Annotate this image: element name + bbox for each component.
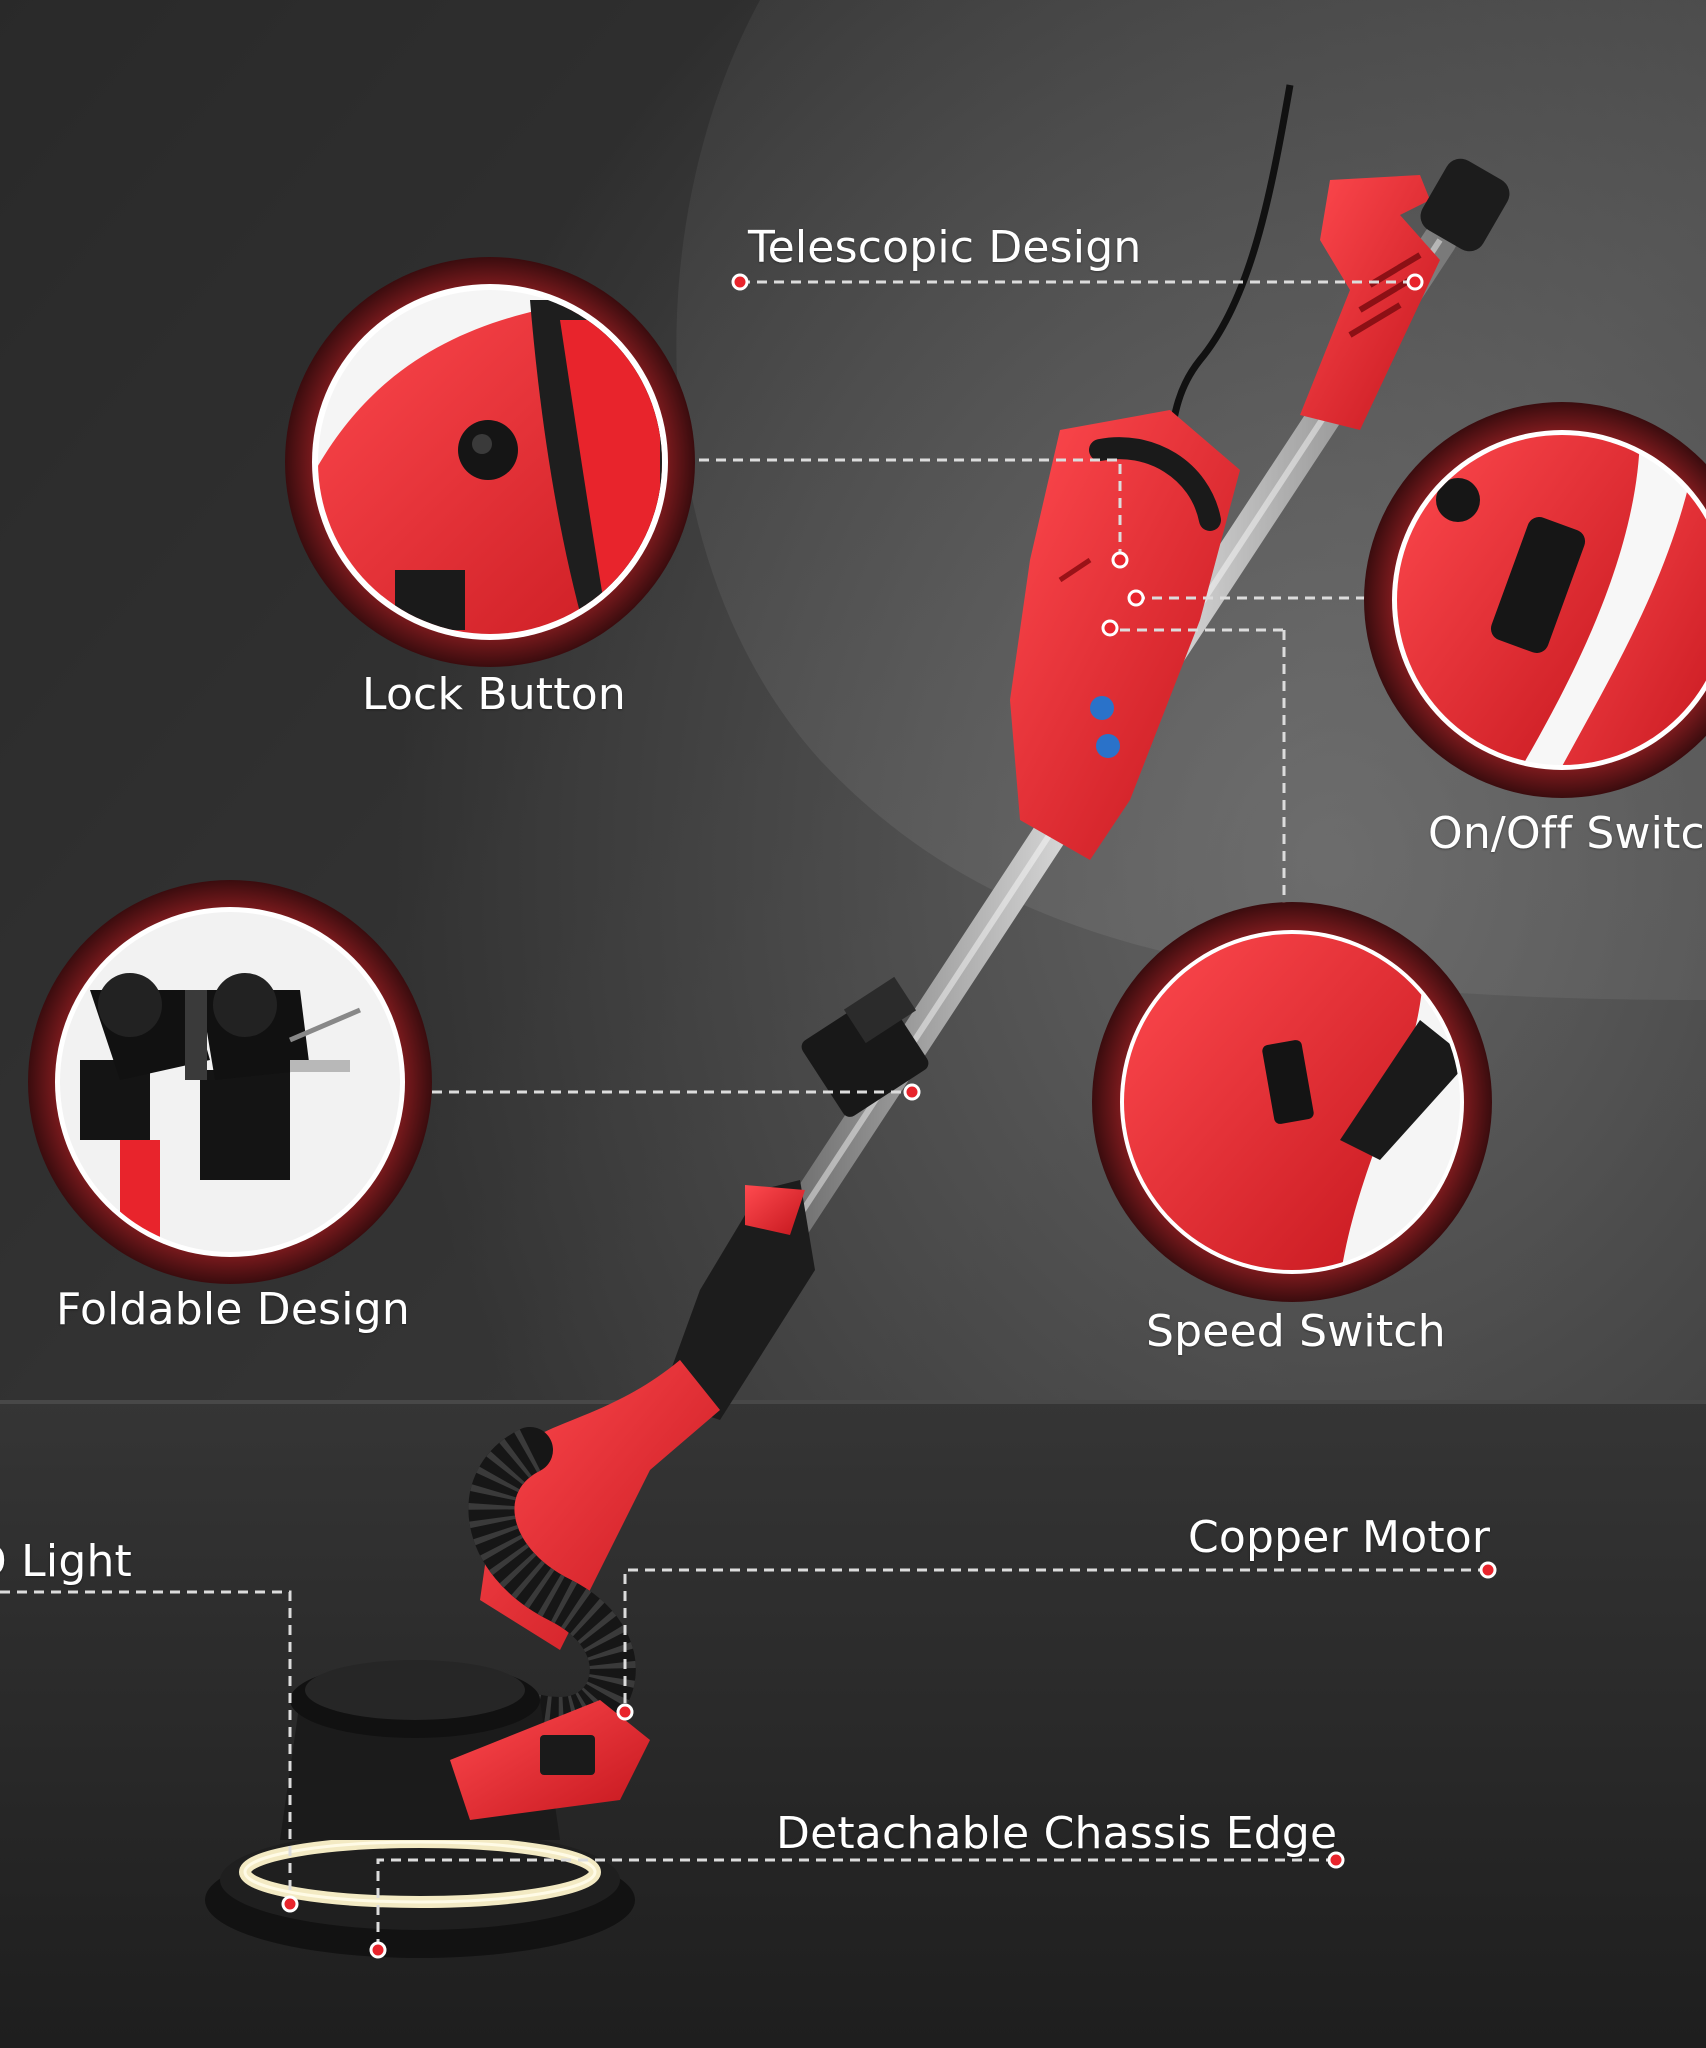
callout-on-off-switch: On/Off Switch <box>1428 812 1706 856</box>
callout-lock-button: Lock Button <box>362 669 626 720</box>
callout-led-light: LED Light <box>0 1536 132 1587</box>
zoom-lock-button <box>285 257 695 667</box>
callout-telescopic-design: Telescopic Design <box>748 222 1142 273</box>
callout-foldable-design: Foldable Design <box>56 1284 410 1335</box>
zoom-foldable-joint <box>28 880 432 1284</box>
callout-copper-motor: Copper Motor <box>1188 1512 1491 1563</box>
callout-detachable-chassis-edge: Detachable Chassis Edge <box>776 1808 1338 1859</box>
zoom-on-off-switch <box>1364 402 1706 798</box>
callout-speed-switch: Speed Switch <box>1146 1306 1446 1357</box>
zoom-speed-switch <box>1092 902 1492 1302</box>
